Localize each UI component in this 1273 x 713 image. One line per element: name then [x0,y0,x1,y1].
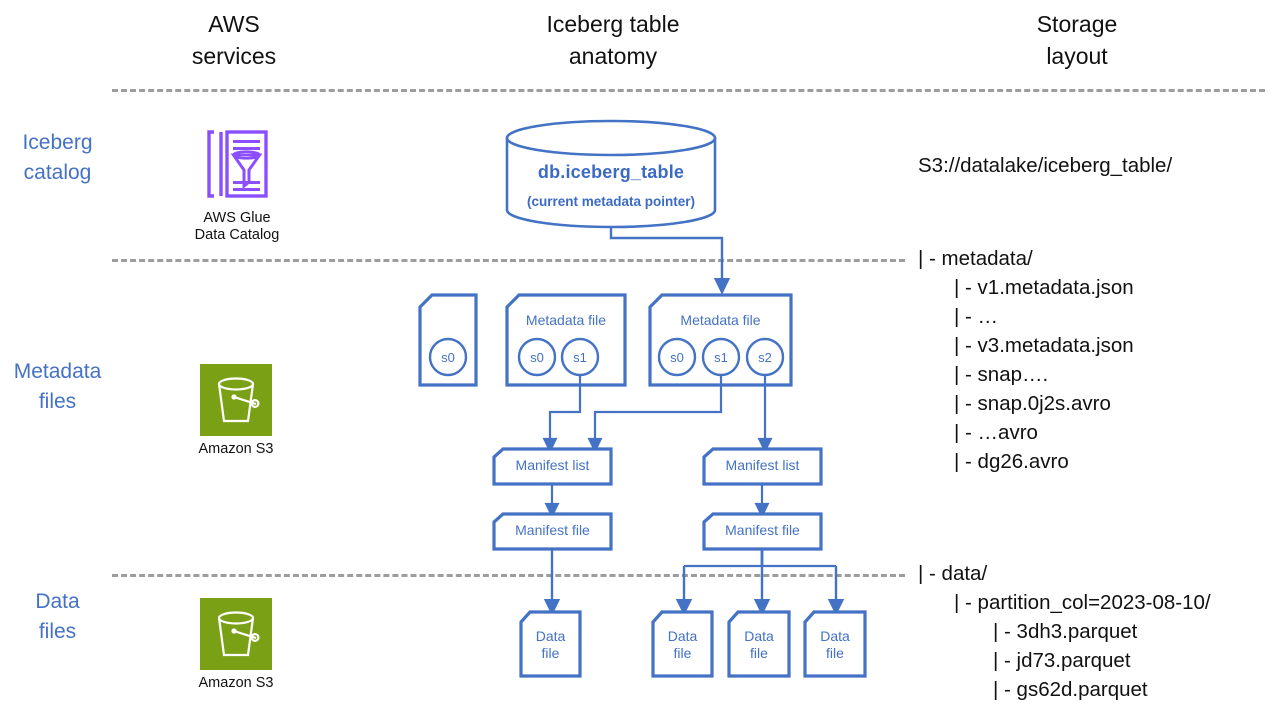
storage-metadata-line: | - … [954,305,999,328]
snapshot-label-s0: s0 [441,350,455,365]
storage-data-line: | - partition_col=2023-08-10/ [954,591,1211,614]
column-header-aws-services: AWS services [191,11,277,69]
connector-catalog-to-metadata3 [609,227,731,295]
separator-middle [112,259,905,262]
manifest-file-right-label: Manifest file [725,522,800,538]
manifest-list-right-label: Manifest list [725,457,800,473]
amazon-s3-data-icon-group: Amazon S3 [166,598,306,692]
row-label-data-files: Data files [35,590,80,643]
metadata-file-v2-shape[interactable] [505,293,627,387]
data-file-1-label: Data file [535,628,566,661]
snapshot-label-s0: s0 [670,350,684,365]
storage-data-line: | - jd73.parquet [993,649,1131,672]
storage-data-line: | - 3dh3.parquet [993,620,1138,643]
row-label-metadata-files: Metadata files [13,360,102,413]
snapshot-label-s1: s1 [714,350,728,365]
storage-root-path: S3://datalake/iceberg_table/ [918,154,1173,177]
snapshot-label-s1: s1 [573,350,587,365]
data-file-4-label: Data file [820,628,850,661]
separator-bottom [112,574,905,577]
storage-metadata-line: | - v1.metadata.json [954,276,1134,299]
snapshot-label-s0: s0 [530,350,544,365]
storage-metadata-line: | - snap.0j2s.avro [954,392,1111,415]
storage-metadata-line: | - …avro [954,421,1038,444]
amazon-s3-metadata-icon-group: Amazon S3 [166,364,306,458]
iceberg-table-pointer-note: (current metadata pointer) [526,194,696,209]
amazon-s3-data-caption: Amazon S3 [198,675,274,691]
amazon-s3-metadata-caption: Amazon S3 [198,441,274,457]
storage-metadata-line: | - metadata/ [918,247,1033,270]
data-file-2-label: Data file [667,628,698,661]
manifest-file-left-label: Manifest file [515,522,590,538]
metadata-file-v3-shape[interactable] [648,293,793,387]
connector-s1v2-to-manifest-list-left [542,375,582,454]
amazon-s3-icon [200,364,272,436]
separator-top [112,89,1265,92]
metadata-file-v1-shape[interactable] [418,293,478,387]
metadata-file-v2-label: Metadata file [525,312,607,328]
row-label-iceberg-catalog: Iceberg catalog [22,131,93,184]
storage-data-line: | - data/ [918,562,988,585]
storage-metadata-line: | - dg26.avro [954,450,1069,473]
snapshot-label-s2: s2 [758,350,772,365]
storage-data-line: | - gs62d.parquet [993,678,1148,701]
column-header-storage-layout: Storage layout [1036,11,1118,69]
connector-s1v3-to-manifest-list-left [587,375,723,454]
aws-glue-data-catalog-caption: AWS Glue Data Catalog [194,210,280,243]
aws-glue-icon [207,130,268,198]
column-header-iceberg-anatomy: Iceberg table anatomy [546,11,680,69]
metadata-file-v3-label: Metadata file [680,312,761,328]
amazon-s3-icon [200,598,272,670]
aws-glue-data-catalog-icon-group: AWS Glue Data Catalog [167,128,307,244]
storage-metadata-line: | - snap…. [954,363,1049,386]
manifest-list-left-label: Manifest list [515,457,590,473]
storage-metadata-line: | - v3.metadata.json [954,334,1134,357]
data-file-3-label: Data file [744,628,774,661]
iceberg-table-name: db.iceberg_table [537,162,685,182]
